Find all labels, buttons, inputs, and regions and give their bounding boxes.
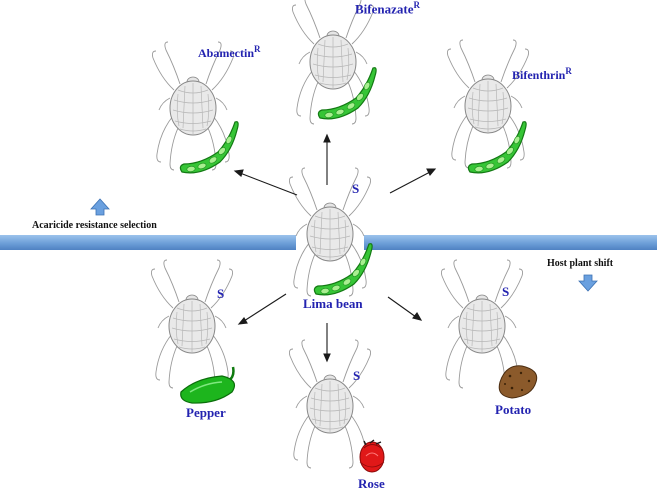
label-abamectin: AbamectinR xyxy=(198,44,261,61)
resistance-marker: R xyxy=(413,0,420,10)
resistance-marker: R xyxy=(254,44,261,54)
right-band xyxy=(364,235,657,250)
pepper-status: S xyxy=(217,286,225,301)
compound-name: Abamectin xyxy=(198,46,254,60)
compound-name: Bifenazate xyxy=(355,1,414,17)
down-arrow-icon xyxy=(578,274,598,292)
up-arrow-icon xyxy=(90,198,110,216)
mite-icon-rose xyxy=(288,339,372,469)
compound-name: Bifenthrin xyxy=(512,68,566,82)
rose-label: Rose xyxy=(358,476,385,491)
potato-label: Potato xyxy=(495,402,532,417)
mite-icon-pepper xyxy=(150,259,234,389)
left-band xyxy=(0,235,296,250)
pepper-icon xyxy=(180,366,235,404)
pepper-label: Pepper xyxy=(186,405,226,420)
label-bifenazate: BifenazateR xyxy=(355,0,420,17)
rose-icon xyxy=(359,439,385,473)
rose-status: S xyxy=(353,368,361,383)
resistance-selection-note: Acaricide resistance selection xyxy=(32,220,157,231)
potato-status: S xyxy=(502,284,510,299)
label-bifenthrin: BifenthrinR xyxy=(512,66,572,83)
mite-icon-bifenazate xyxy=(291,0,375,125)
center-status: S xyxy=(352,181,360,196)
resistance-marker: R xyxy=(565,66,572,76)
host-shift-note: Host plant shift xyxy=(547,258,614,269)
branch-arrows xyxy=(233,133,437,363)
potato-icon xyxy=(498,365,538,399)
center-host-label: Lima bean xyxy=(303,296,363,311)
